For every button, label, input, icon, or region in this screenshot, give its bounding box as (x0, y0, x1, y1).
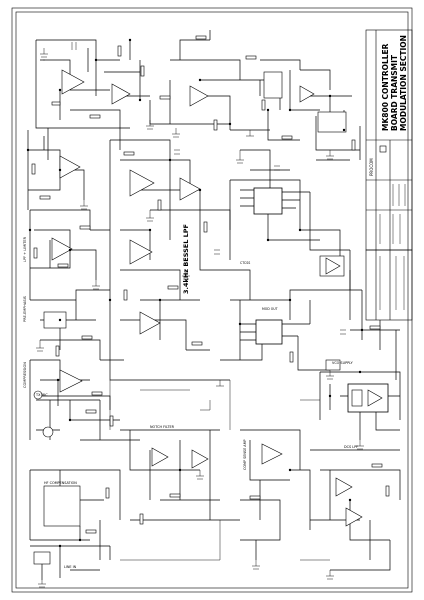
lpf-limiter-stage: LPF + LIMITER (23, 209, 110, 300)
hf-compensation-label: HF COMPENSATION (44, 481, 77, 485)
interconnect-buses (109, 380, 330, 561)
vco-supply-lower: VCO SUPPLY (319, 359, 401, 450)
title-line1: MK800 CONTROLLER (381, 43, 390, 131)
line-input-block: LINE IN (30, 544, 111, 588)
ctcss-label: CTCSS (240, 261, 250, 265)
line-in-label: LINE IN (64, 565, 77, 569)
modulation-filter-network (170, 30, 281, 138)
hf-compensation-block: HF COMPENSATION (29, 469, 121, 560)
pre-emphasis-label: PRE-EMPHASIS (23, 295, 27, 322)
tx-mic-label: TX MIC (35, 393, 48, 397)
sheet-inner-border (15, 11, 409, 589)
comp-sense-amp: COMP SENSE AMP (240, 429, 311, 570)
modulator-ic-upper: CTCSS (229, 165, 350, 277)
pre-emphasis-stage: PRE-EMPHASIS (23, 289, 124, 361)
notch-filter-label: NOTCH FILTER (150, 425, 175, 429)
tx-mic-switch-block: TX MIC (35, 393, 140, 441)
title-line2: BOARD TRANSMIT (390, 54, 399, 131)
vco-supply-label: VCO SUPPLY (332, 361, 354, 365)
right-edge-network (340, 250, 400, 380)
bessel-lpf-label: 3.4kHz BESSEL LPF (182, 224, 190, 294)
title-line3: MODULATION SECTION (399, 35, 408, 131)
title-block: MK800 CONTROLLER BOARD TRANSMIT MODULATI… (365, 29, 413, 251)
compression-label: COMPRESSION (23, 362, 27, 388)
bessel-lpf-network (108, 139, 231, 387)
dcs-lpf-block: DCS LPF (310, 445, 401, 580)
vco-supply-regulator (310, 94, 361, 161)
dcs-lpf-label: DCS LPF (344, 445, 358, 449)
company-name: PROCOM (369, 158, 374, 176)
lpf-limiter-label: LPF + LIMITER (23, 236, 27, 262)
tx-input-amplifier (35, 38, 171, 160)
title-block-lower (365, 249, 413, 321)
mod-out-label: MOD OUT (262, 307, 278, 311)
power-control-block (236, 59, 331, 171)
comp-sense-label: COMP SENSE AMP (243, 439, 247, 470)
tx-mic-input-block (26, 130, 88, 210)
notch-filter-block: NOTCH FILTER (120, 425, 240, 525)
